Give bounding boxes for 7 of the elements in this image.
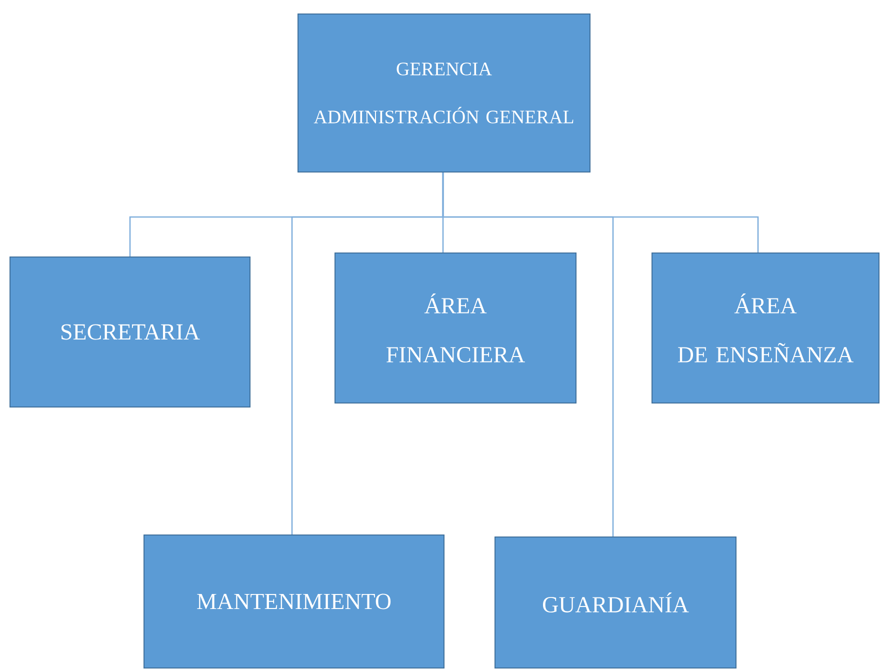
org-box: ÁREA DE ENSEÑANZA: [652, 252, 880, 404]
org-box: MANTENIMIENTO: [144, 534, 444, 668]
connector-line: [442, 172, 759, 252]
org-box: GERENCIA ADMINISTRACIÓN GENERAL: [298, 14, 590, 172]
org-box: SECRETARIA: [10, 256, 250, 408]
org-box: ÁREA FINANCIERA: [334, 252, 576, 404]
org-box: GUARDIANÍA: [494, 536, 736, 668]
